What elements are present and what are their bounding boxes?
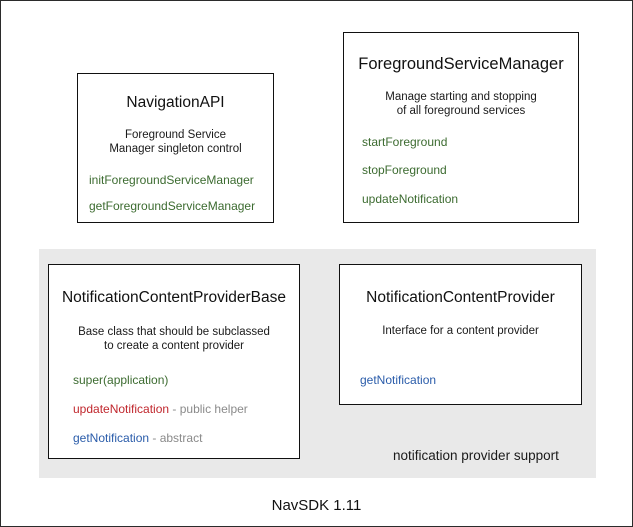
class-desc-notification-content-provider: Interface for a content provider xyxy=(340,324,581,338)
class-desc-line: Manage starting and stopping xyxy=(385,91,537,103)
class-title-foreground-service-manager: ForegroundServiceManager xyxy=(358,55,564,73)
method-name: updateNotification xyxy=(362,192,459,206)
class-desc-line: Manager singleton control xyxy=(109,143,242,155)
class-desc-line: Foreground Service xyxy=(125,129,226,141)
method-name: startForeground xyxy=(362,135,448,149)
method-getforegroundservicemanager[interactable]: getForegroundServiceManager xyxy=(89,199,255,213)
class-desc-foreground-service-manager: Manage starting and stopping of all fore… xyxy=(344,90,578,118)
method-name: super(application) xyxy=(73,373,169,387)
method-name: updateNotification xyxy=(73,402,170,416)
method-name: getNotification xyxy=(73,431,150,445)
method-note: - public helper xyxy=(169,402,248,416)
method-note: - abstract xyxy=(149,431,203,445)
class-title-navigation-api: NavigationAPI xyxy=(126,94,225,111)
method-updatenotification[interactable]: updateNotification xyxy=(362,192,458,206)
method-stopforeground[interactable]: stopForeground xyxy=(362,163,447,177)
class-box-notification-content-provider-base[interactable]: NotificationContentProviderBase Base cla… xyxy=(48,264,300,459)
class-desc-navigation-api: Foreground Service Manager singleton con… xyxy=(78,128,273,156)
method-initforegroundservicemanager[interactable]: initForegroundServiceManager xyxy=(89,173,254,187)
class-box-navigation-api[interactable]: NavigationAPI Foreground Service Manager… xyxy=(77,73,274,223)
method-name: stopForeground xyxy=(362,163,447,177)
class-desc-line: to create a content provider xyxy=(104,340,244,352)
method-getnotification-abstract[interactable]: getNotification - abstract xyxy=(73,431,202,445)
class-desc-line: of all foreground services xyxy=(396,105,526,117)
class-title-notification-content-provider: NotificationContentProvider xyxy=(366,289,555,306)
class-box-foreground-service-manager[interactable]: ForegroundServiceManager Manage starting… xyxy=(343,32,579,223)
method-name: getForegroundServiceManager xyxy=(89,199,256,213)
class-box-notification-content-provider[interactable]: NotificationContentProvider Interface fo… xyxy=(339,264,582,405)
class-desc-line: Interface for a content provider xyxy=(382,325,539,337)
method-startforeground[interactable]: startForeground xyxy=(362,135,447,149)
class-desc-line: Base class that should be subclassed xyxy=(78,326,270,338)
figure-caption: NavSDK 1.11 xyxy=(271,497,362,514)
class-desc-notification-content-provider-base: Base class that should be subclassed to … xyxy=(49,325,299,353)
class-title-notification-content-provider-base: NotificationContentProviderBase xyxy=(61,289,286,306)
method-getnotification[interactable]: getNotification xyxy=(360,373,436,387)
method-updatenotification-public-helper[interactable]: updateNotification - public helper xyxy=(73,402,248,416)
group-label-notification-provider-support: notification provider support xyxy=(393,448,559,463)
method-name: initForegroundServiceManager xyxy=(89,173,254,187)
method-super-application[interactable]: super(application) xyxy=(73,373,168,387)
method-name: getNotification xyxy=(360,373,437,387)
